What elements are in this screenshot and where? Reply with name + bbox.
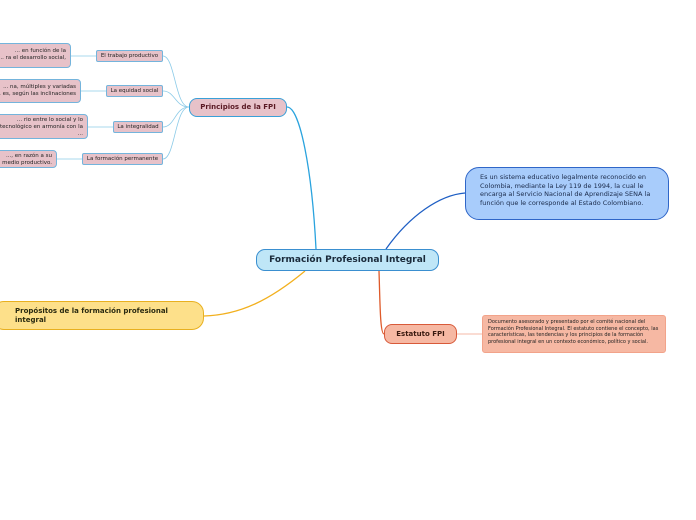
principio-equidad-social[interactable]: La equidad social [106,85,163,97]
propositos-topic[interactable]: Propósitos de la formación profesional i… [0,301,204,330]
link-principios-item-1 [162,90,190,108]
link-principios-item-0 [162,55,190,108]
estatuto-topic[interactable]: Estatuto FPI [384,324,457,344]
link-principios-item-3 [162,106,190,160]
estatuto-detail[interactable]: Documento asesorado y presentado por el … [482,315,666,353]
link-principios-item-2 [162,106,190,128]
central-topic[interactable]: Formación Profesional Integral [256,249,439,271]
principio-formacion-permanente[interactable]: La formación permanente [82,153,163,165]
detail-formacion-permanente[interactable]: ..., en razón a su ... medio productivo. [0,150,57,168]
definicion-topic[interactable]: Es un sistema educativo legalmente recon… [465,167,669,220]
principio-trabajo-productivo[interactable]: El trabajo productivo [96,50,163,62]
link-central-principios [286,106,317,250]
detail-integralidad[interactable]: ... rio entre lo social y lo ... tecnoló… [0,114,88,139]
detail-trabajo-productivo[interactable]: ... en función de la ... ra el desarroll… [0,43,71,68]
link-central-estatuto [378,270,385,335]
link-central-definicion [385,192,466,250]
principios-topic[interactable]: Principios de la FPI [189,98,287,117]
principio-integralidad[interactable]: La integralidad [113,121,163,133]
link-central-propositos [203,270,306,317]
detail-equidad-social[interactable]: ... na, múltiples y variadas ... es, seg… [0,79,81,103]
